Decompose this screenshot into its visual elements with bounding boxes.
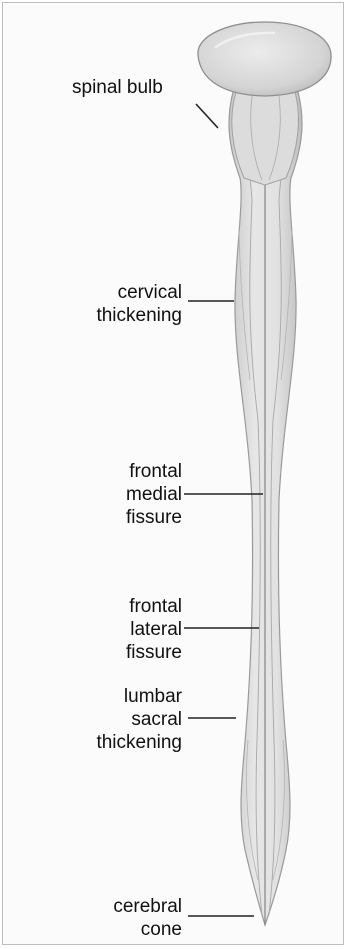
label-line: lateral [126, 618, 182, 641]
label-line: thickening [96, 304, 182, 327]
label-line: cerebral [113, 895, 182, 918]
label-cervical-thickening: cervical thickening [96, 281, 182, 327]
label-line: frontal [126, 460, 182, 483]
label-line: medial [126, 483, 182, 506]
label-cerebral-cone: cerebral cone [113, 895, 182, 941]
label-line: fissure [126, 641, 182, 664]
label-frontal-lateral-fissure: frontal lateral fissure [126, 595, 182, 664]
label-line: cervical [96, 281, 182, 304]
label-line: fissure [126, 506, 182, 529]
label-line: lumbar [96, 685, 182, 708]
label-line: cone [113, 918, 182, 941]
label-line: thickening [96, 731, 182, 754]
label-line: frontal [126, 595, 182, 618]
label-lumbar-sacral-thickening: lumbar sacral thickening [96, 685, 182, 754]
label-line: sacral [96, 708, 182, 731]
leader-line-spinal-bulb [196, 104, 218, 128]
label-frontal-medial-fissure: frontal medial fissure [126, 460, 182, 529]
medulla-region [232, 92, 299, 185]
label-spinal-bulb: spinal bulb [72, 76, 163, 99]
